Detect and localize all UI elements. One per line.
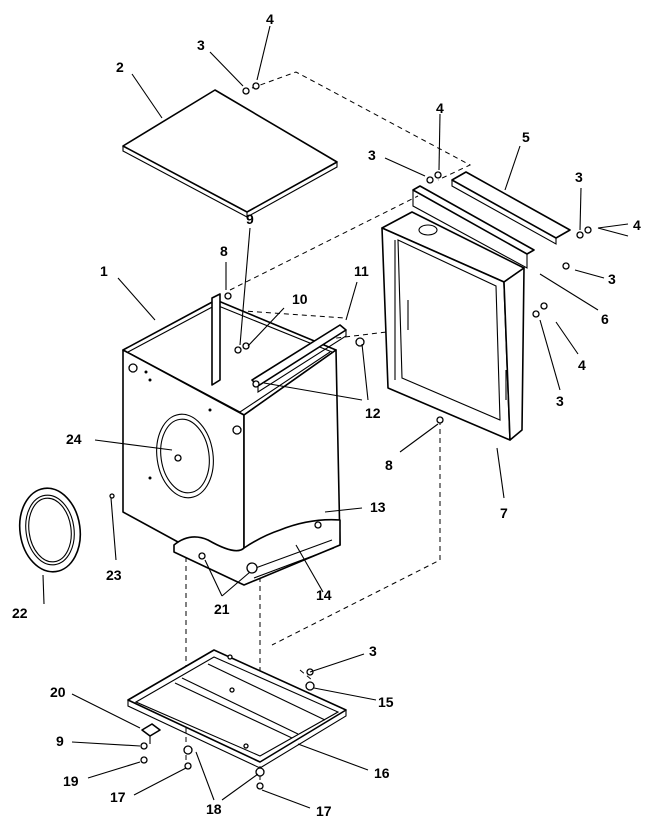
top-panel xyxy=(122,89,338,218)
callout-22: 22 xyxy=(12,605,28,621)
callout-8: 8 xyxy=(220,243,228,259)
callout-7: 7 xyxy=(500,505,508,521)
callout-4: 4 xyxy=(578,357,586,373)
callout-17: 17 xyxy=(316,803,332,819)
base-front-section xyxy=(173,518,341,586)
hardware xyxy=(109,82,592,790)
callout-3: 3 xyxy=(197,37,205,53)
callout-9: 9 xyxy=(56,733,64,749)
callout-12: 12 xyxy=(365,405,381,421)
callout-21: 21 xyxy=(214,601,230,617)
callout-15: 15 xyxy=(378,694,394,710)
callout-6: 6 xyxy=(601,311,609,327)
callout-16: 16 xyxy=(374,765,390,781)
callout-17: 17 xyxy=(110,789,126,805)
callout-20: 20 xyxy=(50,684,66,700)
callout-23: 23 xyxy=(106,567,122,583)
leader-lines xyxy=(42,25,629,809)
callout-10: 10 xyxy=(292,291,308,307)
callout-13: 13 xyxy=(370,499,386,515)
callout-3: 3 xyxy=(369,643,377,659)
callout-8: 8 xyxy=(385,457,393,473)
rear-panel xyxy=(381,211,525,441)
callout-3: 3 xyxy=(556,393,564,409)
callout-4: 4 xyxy=(266,11,274,27)
callout-24: 24 xyxy=(66,431,82,447)
callout-2: 2 xyxy=(116,59,124,75)
callout-labels: 1 2 3 3 3 3 3 3 4 4 4 4 5 6 7 8 8 9 9 10… xyxy=(12,11,641,819)
level-bracket xyxy=(141,723,161,744)
callout-18: 18 xyxy=(206,801,222,817)
callout-5: 5 xyxy=(522,129,530,145)
callout-3: 3 xyxy=(608,271,616,287)
callout-3: 3 xyxy=(575,169,583,185)
base-plate xyxy=(127,649,347,769)
rear-top-strip xyxy=(451,171,571,245)
callout-19: 19 xyxy=(63,773,79,789)
rear-bracket xyxy=(412,185,535,269)
callout-11: 11 xyxy=(354,263,369,279)
door-gasket xyxy=(18,487,82,573)
callout-3: 3 xyxy=(368,147,376,163)
callout-14: 14 xyxy=(316,587,332,603)
callout-4: 4 xyxy=(436,100,444,116)
callout-4: 4 xyxy=(633,217,641,233)
callout-9: 9 xyxy=(246,211,254,227)
callout-1: 1 xyxy=(100,263,108,279)
